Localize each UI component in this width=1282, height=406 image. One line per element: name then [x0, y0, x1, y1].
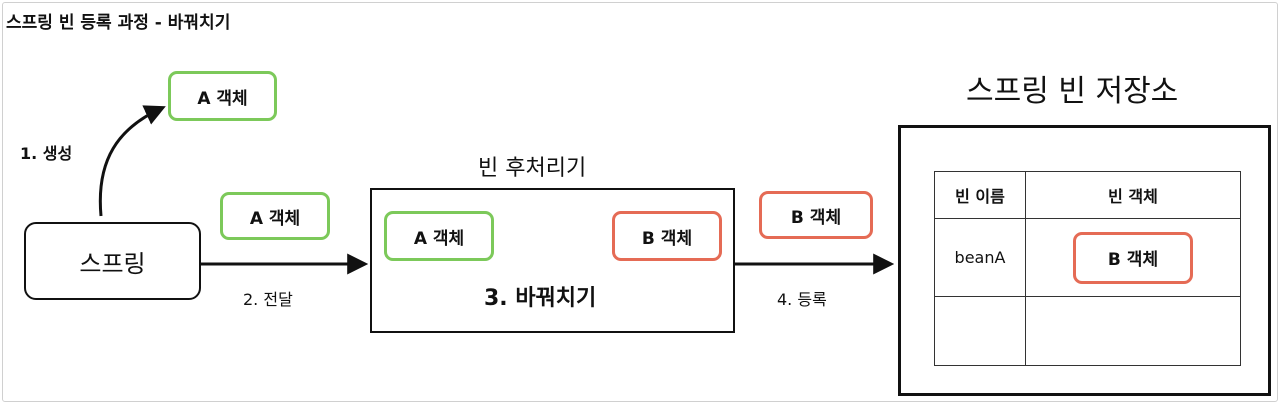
- column-header-bean-name: 빈 이름: [934, 171, 1026, 219]
- processor-input-object-label: A 객체: [413, 228, 465, 249]
- storage-title: 스프링 빈 저장소: [966, 74, 1179, 109]
- spring-label: 스프링: [79, 249, 146, 278]
- arrow-create: [98, 105, 166, 217]
- created-object-box: A 객체: [168, 71, 277, 121]
- column-header-bean-object: 빈 객체: [1025, 171, 1241, 219]
- processor-input-object-box: A 객체: [384, 211, 494, 261]
- passed-object-box: A 객체: [220, 192, 330, 240]
- created-object-label: A 객체: [197, 88, 248, 109]
- spring-box: 스프링: [24, 222, 201, 300]
- stored-object-box: B 객체: [1073, 231, 1193, 284]
- passed-object-label: A 객체: [249, 208, 301, 229]
- table-row: [934, 296, 1241, 366]
- post-processor-title: 빈 후처리기: [478, 156, 587, 181]
- bean-object-cell: B 객체: [1025, 218, 1241, 297]
- step4-label: 4. 등록: [777, 290, 827, 309]
- swap-step-label: 3. 바꿔치기: [484, 286, 597, 311]
- table-row: beanA B 객체: [934, 218, 1241, 297]
- step1-label: 1. 생성: [20, 144, 73, 163]
- step2-label: 2. 전달: [243, 290, 293, 309]
- processor-output-object-label: B 객체: [641, 228, 693, 249]
- table-header-row: 빈 이름 빈 객체: [934, 171, 1241, 219]
- stored-object-label: B 객체: [1107, 250, 1159, 270]
- bean-object-cell: [1025, 296, 1241, 366]
- registered-object-box: B 객체: [759, 191, 873, 239]
- bean-table: 빈 이름 빈 객체 beanA B 객체: [934, 171, 1241, 366]
- bean-name-cell: beanA: [934, 218, 1026, 297]
- page-title: 스프링 빈 등록 과정 - 바꿔치기: [6, 13, 231, 33]
- bean-name-cell: [934, 296, 1026, 366]
- processor-output-object-box: B 객체: [612, 211, 722, 261]
- registered-object-label: B 객체: [790, 207, 842, 228]
